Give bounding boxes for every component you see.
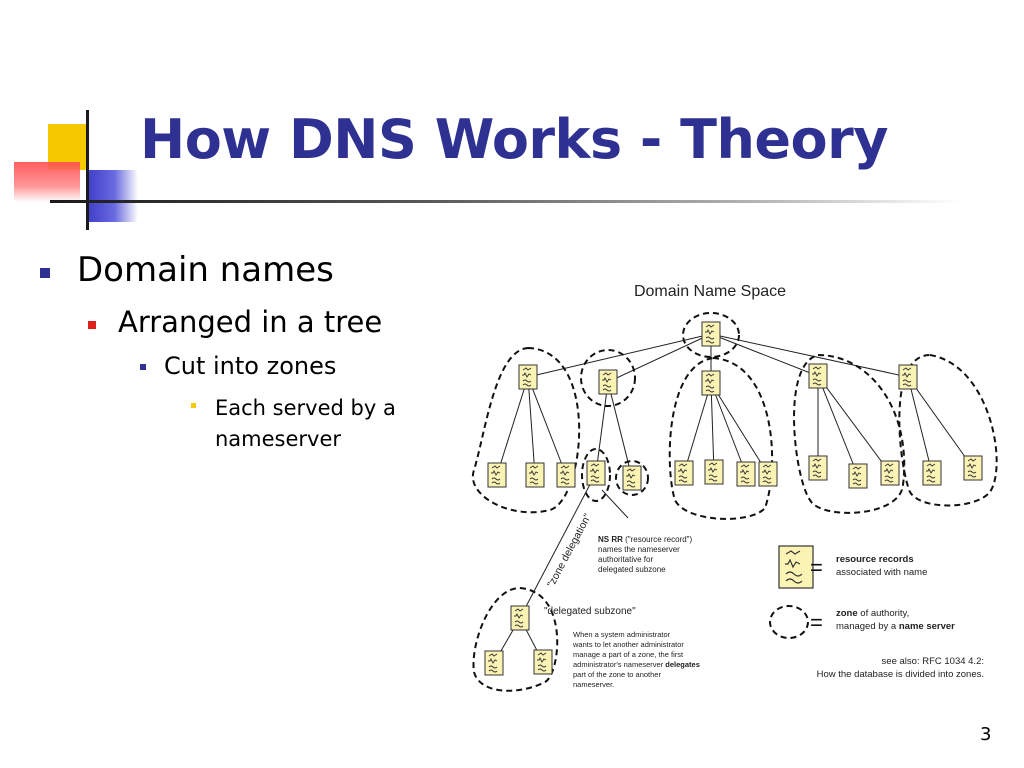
ns-rr-line: authoritative for <box>598 555 653 564</box>
bullet-text: Each served by a nameserver <box>215 396 396 451</box>
slide-title: How DNS Works - Theory <box>140 108 888 171</box>
legend-name-server-bold: name server <box>899 621 955 632</box>
ns-rr-line: names the nameserver <box>598 545 680 554</box>
legend-zone-bold: zone <box>836 608 858 619</box>
svg-text:NS RR ("resource record"): NS RR ("resource record") <box>598 535 692 544</box>
admin-note-line: manage a part of a zone, the first <box>573 650 684 659</box>
bullet-level-2: Arranged in a tree <box>88 305 382 339</box>
admin-note-line4-start: administrator's nameserver <box>573 660 665 669</box>
legend-zone-icon <box>769 605 809 639</box>
legend-record-icon <box>778 545 814 589</box>
delegated-subzone-label: "delegated subzone" <box>544 606 636 617</box>
bullet-text: Cut into zones <box>164 352 337 380</box>
bullet-level-4: Each served by a nameserver <box>191 393 425 455</box>
bullet-square-icon <box>191 403 196 408</box>
legend-equals-rr: = <box>810 555 823 580</box>
bullet-text: Arranged in a tree <box>118 305 383 339</box>
svg-text:administrator's nameserver del: administrator's nameserver delegates <box>573 660 700 669</box>
ns-rr-line: delegated subzone <box>598 565 666 574</box>
admin-note-delegates: delegates <box>665 660 700 669</box>
see-also-line2: How the database is divided into zones. <box>817 669 984 680</box>
bullet-text: Domain names <box>77 250 334 290</box>
legend-rr-rest: associated with name <box>836 567 927 578</box>
bullet-square-icon <box>140 364 146 370</box>
svg-text:managed by a name server: managed by a name server <box>836 621 955 632</box>
slide-number: 3 <box>980 724 992 745</box>
dns-tree-diagram: Domain Name Space <box>471 283 998 692</box>
legend-rr-bold: resource records <box>836 554 914 565</box>
bullet-level-1: Domain names <box>40 250 334 290</box>
admin-note-line: wants to let another administrator <box>572 640 684 649</box>
bullet-square-icon <box>88 321 96 329</box>
see-also-line1: see also: RFC 1034 4.2: <box>882 656 984 667</box>
diagram-title: Domain Name Space <box>634 283 786 300</box>
decor-horizontal-line <box>50 200 960 203</box>
decor-vertical-line <box>86 110 89 230</box>
admin-note-line: nameserver. <box>573 680 614 689</box>
bullet-level-3: Cut into zones <box>140 352 336 380</box>
admin-note-line: When a system administrator <box>573 630 671 639</box>
bullet-square-icon <box>40 268 50 278</box>
legend-zone-rest: of authority, <box>858 608 910 619</box>
legend-zone-line2-start: managed by a <box>836 621 899 632</box>
decor-blue-block <box>86 170 138 222</box>
decor-red-block <box>14 162 80 202</box>
svg-text:zone of authority,: zone of authority, <box>836 608 909 619</box>
legend-equals-zone: = <box>810 610 823 635</box>
ns-rr-bold: NS RR <box>598 535 623 544</box>
ns-rr-rest: ("resource record") <box>623 535 693 544</box>
admin-note-line: part of the zone to another <box>573 670 661 679</box>
